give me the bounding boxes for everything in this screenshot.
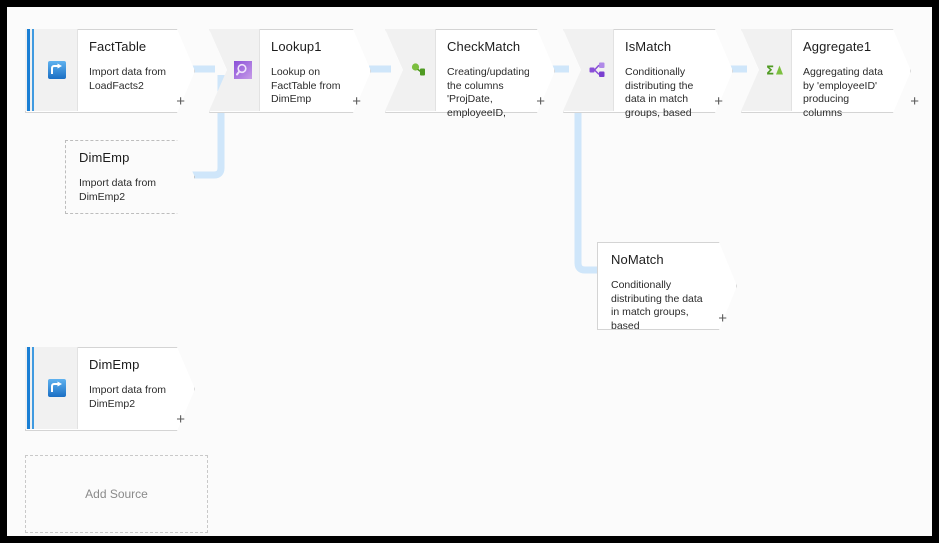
node-title: CheckMatch	[447, 39, 521, 54]
node-body: NoMatch Conditionally distributing the d…	[597, 242, 735, 332]
source-stripe-inner	[32, 29, 34, 111]
lookup-icon	[233, 60, 253, 80]
node-body: DimEmp Import data from DimEmp2	[77, 347, 193, 429]
node-description: Import data from LoadFacts2	[89, 66, 167, 92]
source-stripe	[27, 347, 30, 429]
node-body: CheckMatch Creating/updating the columns…	[435, 29, 553, 119]
connector-dimemp-lookup1	[190, 75, 225, 179]
add-source-label: Add Source	[85, 487, 148, 501]
node-title: Aggregate1	[803, 39, 872, 54]
node-description: Conditionally distributing the data in m…	[625, 66, 694, 119]
node-checkmatch[interactable]: CheckMatch Creating/updating the columns…	[385, 29, 553, 119]
node-title: DimEmp	[79, 150, 130, 165]
node-shape	[597, 242, 737, 330]
node-body: Aggregate1 Aggregating data by 'employee…	[791, 29, 909, 119]
node-description: Creating/updating the columns 'ProjDate,…	[447, 66, 529, 119]
add-source-button[interactable]: Add Source	[25, 455, 208, 533]
node-ismatch[interactable]: IsMatch Conditionally distributing the d…	[563, 29, 731, 119]
node-description: Aggregating data by 'employeeID' produci…	[803, 66, 883, 119]
data-flow-canvas[interactable]: FactTable Import data from LoadFacts2 + …	[7, 7, 932, 536]
node-title: Lookup1	[271, 39, 322, 54]
node-description: Import data from DimEmp2	[89, 384, 167, 410]
node-title: FactTable	[89, 39, 147, 54]
node-shape	[65, 140, 195, 214]
node-title: DimEmp	[89, 357, 140, 372]
import-source-icon	[47, 378, 67, 398]
node-dimemp-reference[interactable]: DimEmp Import data from DimEmp2	[65, 140, 193, 212]
node-dimemp-source[interactable]: DimEmp Import data from DimEmp2 +	[25, 347, 193, 429]
connector-ismatch-nomatch	[574, 107, 599, 274]
add-transform-button[interactable]: +	[714, 93, 723, 110]
add-transform-button[interactable]: +	[176, 93, 185, 110]
svg-text:Σ: Σ	[766, 64, 774, 78]
import-source-icon	[47, 60, 67, 80]
add-transform-button[interactable]: +	[718, 310, 727, 327]
derived-column-icon	[409, 60, 429, 80]
source-stripe-inner	[32, 347, 34, 429]
add-transform-button[interactable]: +	[910, 93, 919, 110]
conditional-split-icon	[587, 60, 607, 80]
node-facttable[interactable]: FactTable Import data from LoadFacts2 +	[25, 29, 193, 111]
node-body: IsMatch Conditionally distributing the d…	[613, 29, 731, 119]
node-body: Lookup1 Lookup on FactTable from DimEmp	[259, 29, 369, 111]
node-lookup1[interactable]: Lookup1 Lookup on FactTable from DimEmp …	[209, 29, 369, 111]
node-nomatch[interactable]: NoMatch Conditionally distributing the d…	[597, 242, 737, 332]
node-body: DimEmp Import data from DimEmp2	[65, 140, 193, 212]
node-description: Import data from DimEmp2	[79, 177, 157, 203]
add-transform-button[interactable]: +	[176, 411, 185, 428]
add-transform-button[interactable]: +	[352, 93, 361, 110]
node-description: Conditionally distributing the data in m…	[611, 279, 703, 332]
source-stripe	[27, 29, 30, 111]
aggregate-icon: Σ	[765, 60, 785, 80]
add-transform-button[interactable]: +	[536, 93, 545, 110]
node-title: NoMatch	[611, 252, 664, 267]
node-body: FactTable Import data from LoadFacts2	[77, 29, 193, 111]
node-title: IsMatch	[625, 39, 672, 54]
node-icon-gutter	[385, 29, 436, 111]
node-description: Lookup on FactTable from DimEmp	[271, 66, 341, 105]
node-aggregate1[interactable]: Σ Aggregate1 Aggregating data by 'employ…	[741, 29, 919, 119]
